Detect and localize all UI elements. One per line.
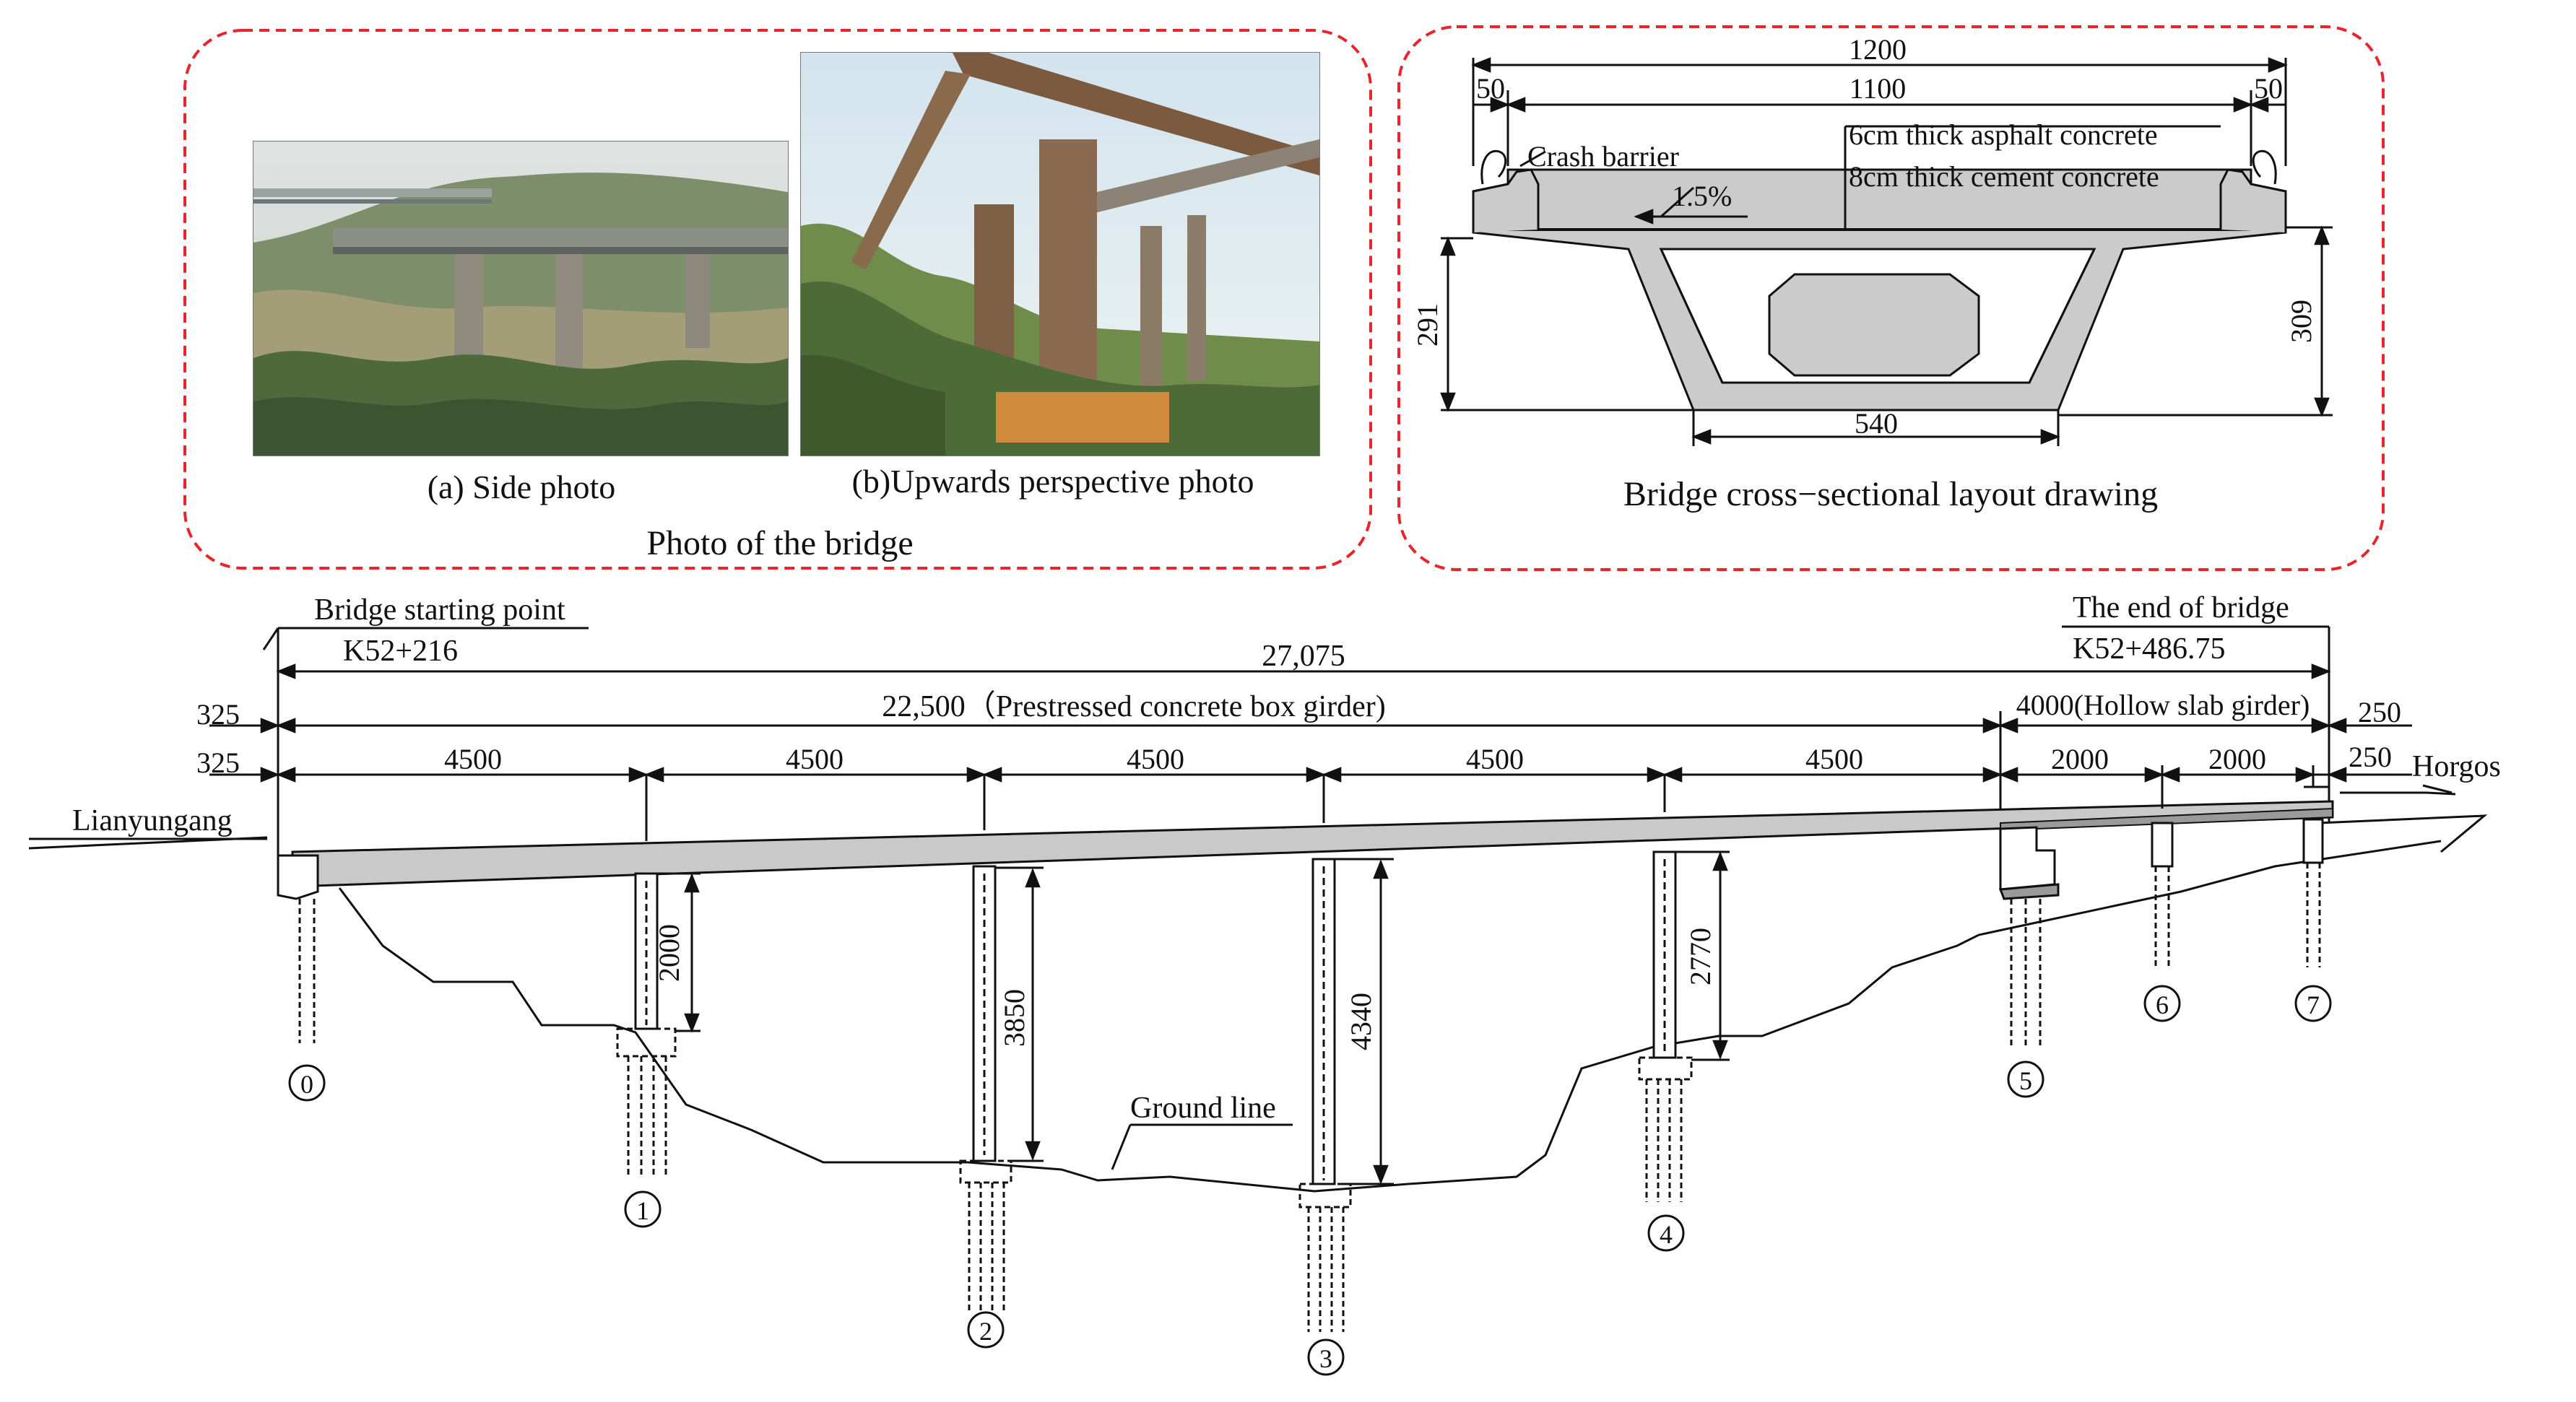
pier-3: [1298, 775, 1394, 1332]
cross-right-barrier-width: 50: [2254, 72, 2283, 105]
pier-number-circle-1: [624, 1190, 662, 1228]
pier-number-circle-0: [288, 1064, 326, 1102]
total-length: 27,075: [1262, 640, 1345, 673]
end-point-label: The end of bridge: [2073, 591, 2289, 624]
crash-barrier-label: Crash barrier: [1527, 140, 1679, 173]
span-4-length: 4500: [1466, 743, 1524, 775]
photo-panel-frame: [183, 29, 1372, 570]
span-3-length: 4500: [1127, 743, 1184, 775]
cement-layer-label: 8cm thick cement concrete: [1849, 160, 2159, 193]
pier-number-7: 7: [2307, 990, 2320, 1019]
pier-number-circle-3: [1307, 1338, 1345, 1376]
span-7-length: 2000: [2208, 743, 2266, 775]
right-offset-1: 250: [2358, 696, 2401, 728]
pier-number-circle-7: [2294, 985, 2332, 1022]
upward-perspective-photo: [800, 52, 1320, 456]
pier-3-height: 4340: [1345, 993, 1377, 1050]
cross-section-drawing: [1440, 57, 2333, 446]
span-1-length: 4500: [444, 743, 502, 775]
pier-1: [616, 775, 701, 1177]
pier-number-1: 1: [636, 1196, 649, 1225]
pier-number-6: 6: [2156, 990, 2169, 1019]
right-height-dim: 309: [2285, 300, 2317, 343]
ground-label-pointer: [1111, 1124, 1132, 1170]
elevation-drawing: [28, 625, 2488, 1193]
pier-number-circle-2: [967, 1311, 1005, 1349]
ground-line-label: Ground line: [1130, 1092, 1276, 1125]
pier-2: [959, 775, 1044, 1310]
pier-number-circle-4: [1647, 1214, 1685, 1252]
pier-number-circle-6: [2143, 985, 2181, 1022]
photo-panel-title: Photo of the bridge: [646, 524, 913, 562]
pier-6: [2151, 775, 2174, 967]
cross-total-width: 1200: [1849, 33, 1907, 66]
span-2-length: 4500: [786, 743, 844, 775]
pier-7: [2302, 818, 2324, 967]
cross-section-title: Bridge cross−sectional layout drawing: [1623, 475, 2158, 513]
pier-number-3: 3: [1319, 1344, 1332, 1373]
pier-4: [1638, 775, 1730, 1202]
bottom-width-dim: 540: [1855, 407, 1898, 440]
start-point-label: Bridge starting point: [314, 593, 565, 627]
hollow-slab-length: 4000(Hollow slab girder): [2016, 689, 2310, 721]
end-station: K52+486.75: [2073, 632, 2226, 666]
photo-a-caption: (a) Side photo: [428, 469, 616, 505]
pier-5: [1998, 826, 2060, 1047]
abutment-0: [277, 854, 319, 1043]
photo-b-caption: (b)Upwards perspective photo: [852, 463, 1254, 500]
left-offset-1: 325: [196, 698, 240, 731]
start-station: K52+216: [343, 635, 458, 668]
right-offset-2: 250: [2349, 741, 2392, 773]
slope-label: 1.5%: [1672, 180, 1732, 212]
left-city-label: Lianyungang: [72, 804, 233, 837]
pier-2-height: 3850: [998, 989, 1031, 1047]
left-offset-2: 325: [196, 746, 240, 779]
left-height-dim: 291: [1411, 303, 1444, 347]
pier-4-height: 2770: [1684, 928, 1717, 985]
right-city-label: Horgos: [2412, 750, 2501, 783]
pier-1-height: 2000: [653, 924, 685, 982]
cross-deck-width: 1100: [1849, 72, 1907, 105]
span-5-length: 4500: [1805, 743, 1863, 775]
pier-number-circle-5: [2007, 1061, 2044, 1098]
pier-number-4: 4: [1660, 1220, 1673, 1249]
pier-number-5: 5: [2019, 1066, 2032, 1095]
box-girder-length: 22,500（Prestressed concrete box girder): [882, 690, 1385, 723]
span-6-length: 2000: [2051, 743, 2109, 775]
cross-section-panel-frame: [1397, 25, 2385, 571]
side-photo: [253, 141, 789, 456]
asphalt-layer-label: 6cm thick asphalt concrete: [1849, 118, 2158, 151]
pier-number-2: 2: [979, 1317, 992, 1346]
pier-number-0: 0: [300, 1070, 313, 1099]
cross-left-barrier-width: 50: [1476, 72, 1505, 105]
